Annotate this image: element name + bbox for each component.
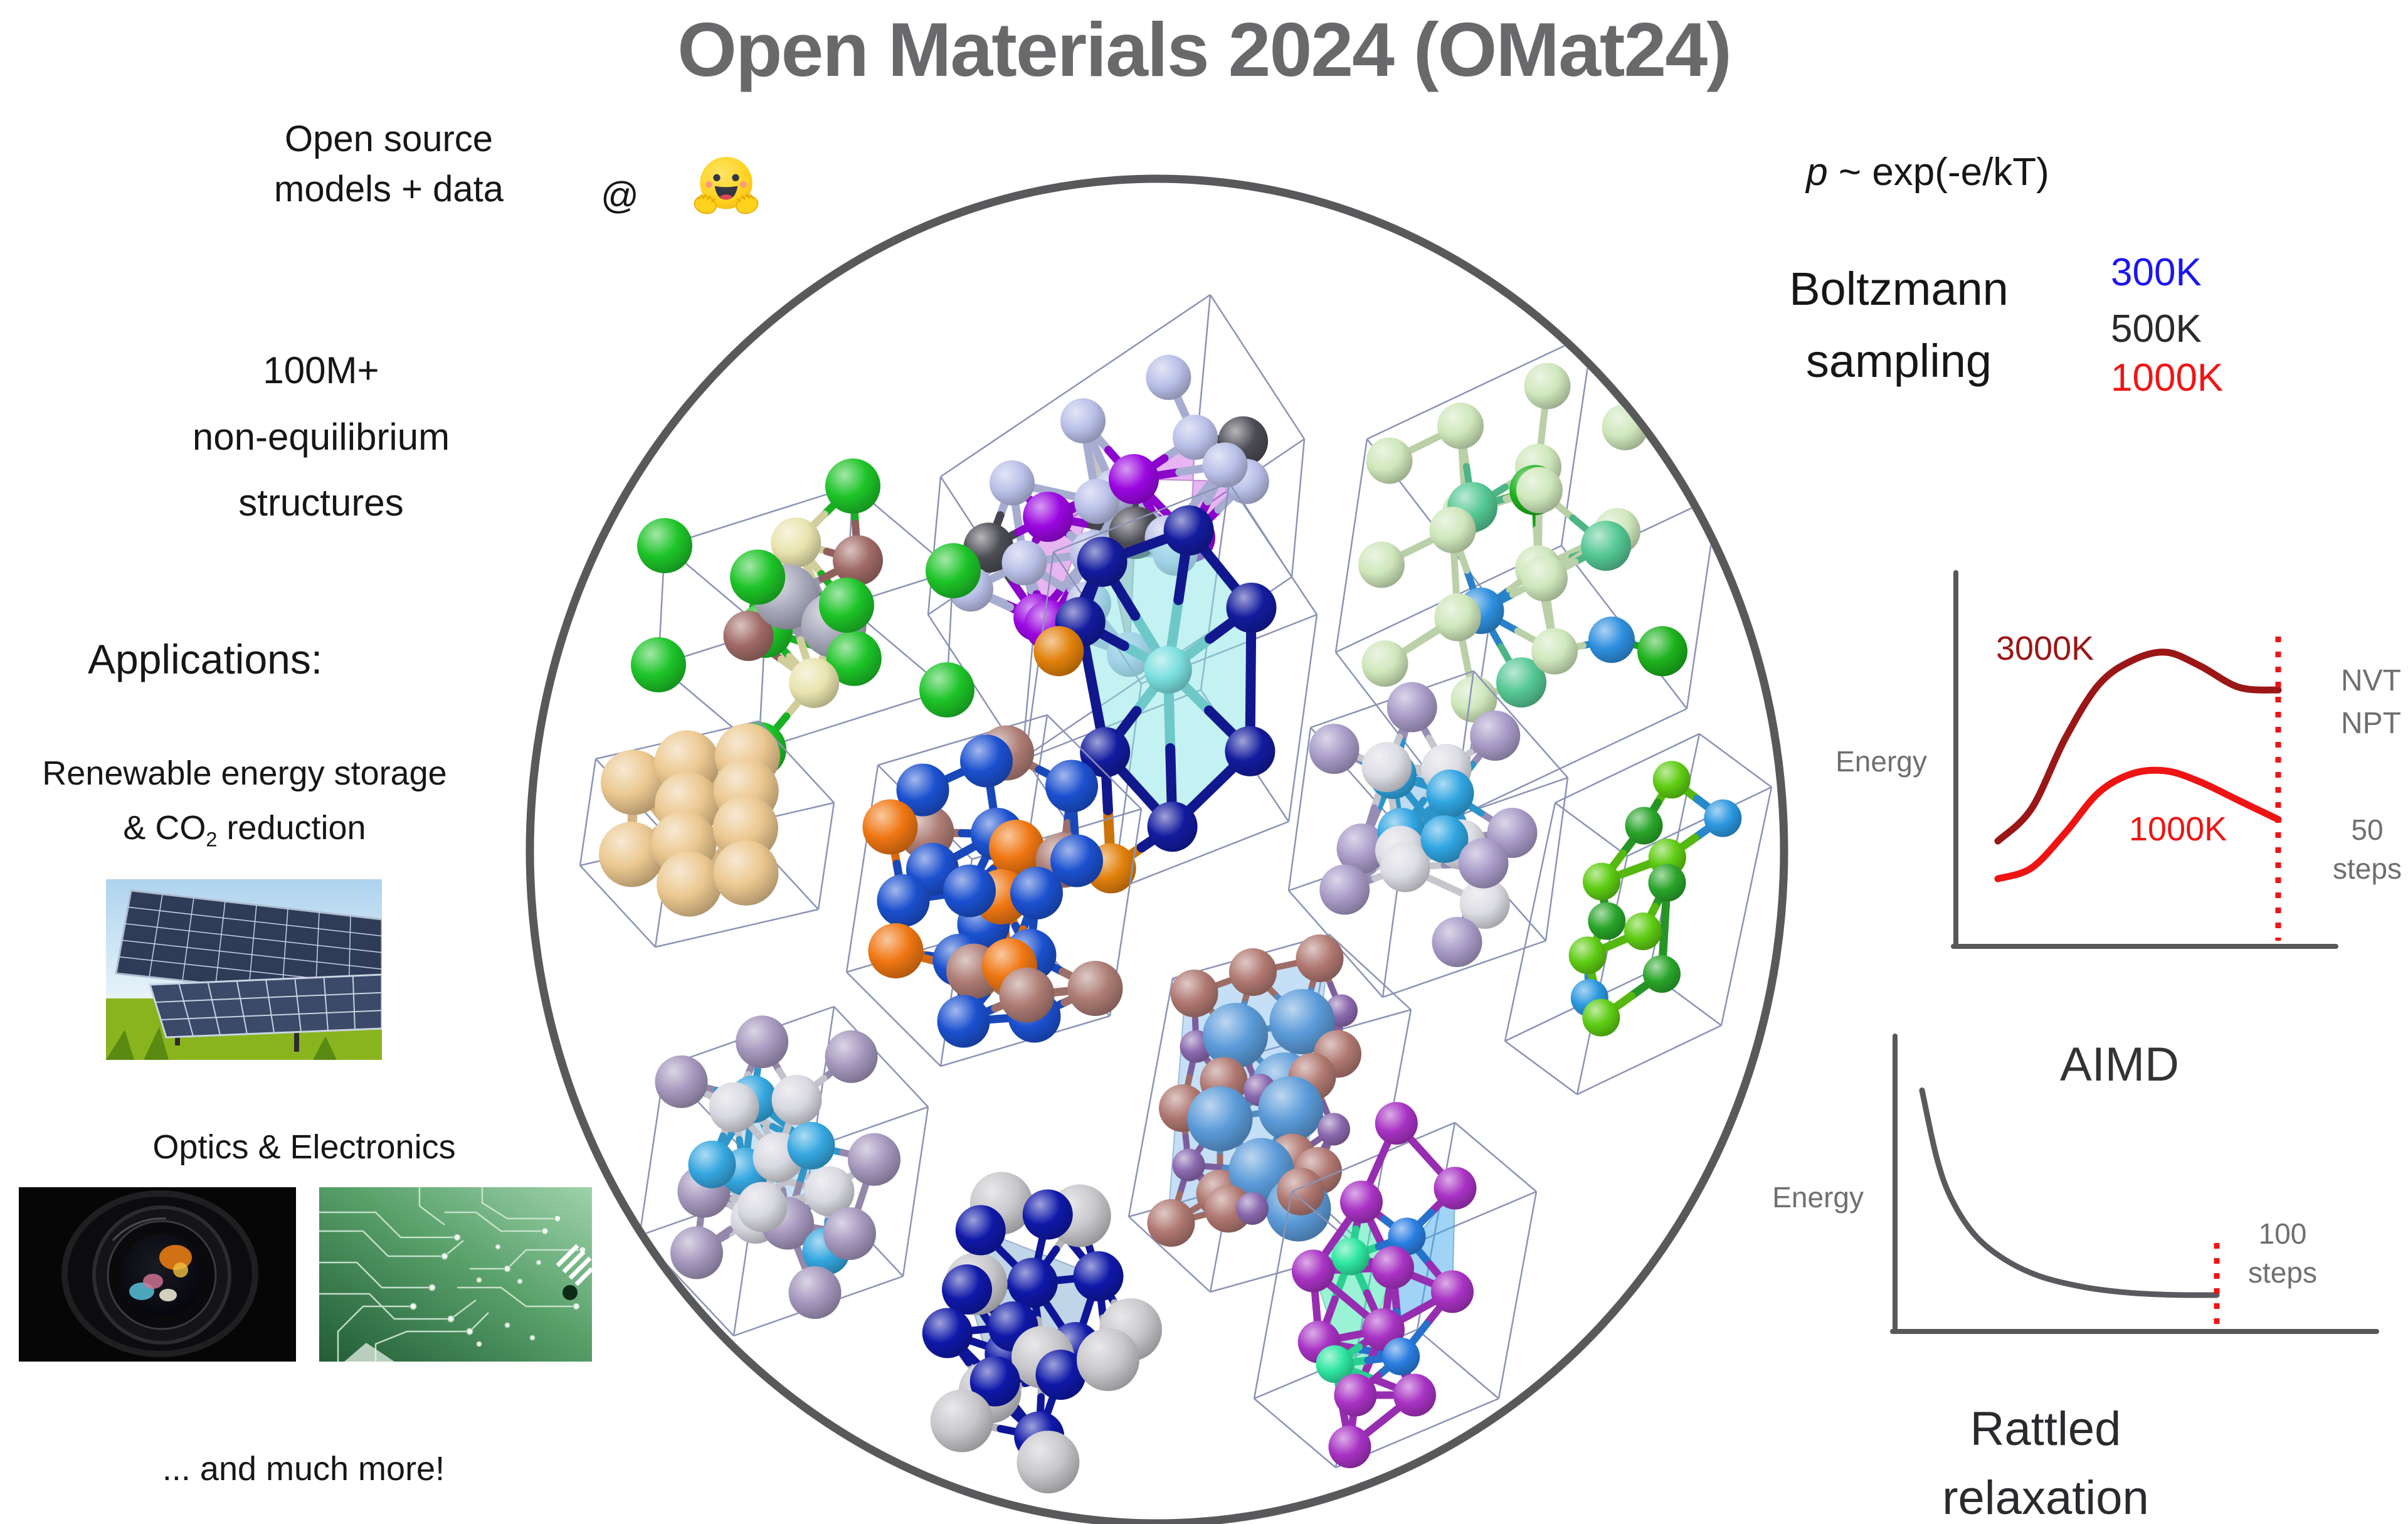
circuit-board-photo [319, 1187, 592, 1362]
stats-text: 100M+ non-equilibrium structures [193, 337, 450, 536]
crystal-structures [579, 294, 1773, 1494]
boltzmann-sampling-text: Boltzmann sampling [1789, 253, 2009, 397]
aimd-steps-annotation: 50 steps [2333, 810, 2402, 888]
series-label-3000K: 3000K [1996, 630, 2094, 667]
solar-panels-photo [106, 879, 382, 1060]
grass-tufts [106, 1027, 337, 1060]
emoji-hand-left [694, 193, 717, 214]
lens-glare-white [159, 1289, 177, 1301]
temperature-label-0: 300K [2111, 251, 2202, 294]
structure-teal-purple-tetrahedra [1253, 1102, 1538, 1469]
aimd-ylabel: Energy [1835, 745, 1927, 778]
series-label-1000K: 1000K [2129, 810, 2227, 848]
hugging-face-emoji [694, 157, 759, 214]
solar-panel-front-row [148, 973, 382, 1039]
application-optics-label: Optics & Electronics [152, 1128, 456, 1166]
rattled-ylabel: Energy [1772, 1181, 1864, 1214]
pcb-vias [409, 1215, 586, 1347]
co2-subscript: 2 [206, 828, 218, 851]
rattled-steps-unit: steps [2248, 1256, 2317, 1289]
boltzmann-formula: p ~ exp(-e/kT) [1806, 149, 2049, 196]
structure-green-zigzag-chain [1504, 733, 1773, 1096]
structure-green-rocksalt [631, 458, 981, 777]
pcb-dark-via [562, 1285, 578, 1300]
application-energy: Renewable energy storage & CO2 reduction [42, 746, 446, 856]
emoji-eye-left [713, 174, 721, 181]
structure-navy-silver-cluster [922, 1172, 1162, 1494]
structure-pale-green-alloy [1334, 331, 1719, 817]
chart-aimd [1951, 570, 2338, 949]
boltzmann-line1: Boltzmann [1789, 263, 2009, 315]
emoji-hand-right [736, 193, 759, 214]
stats-line1: 100M+ [263, 349, 379, 391]
pcb-glare [344, 1343, 394, 1362]
open-source-text: Open source models + data [274, 114, 504, 214]
lens-highlight-arc [112, 1217, 167, 1241]
temperature-label-1: 500K [2111, 307, 2202, 351]
panel-post [294, 1024, 299, 1052]
emoji-face [700, 157, 752, 209]
annotation-nvt: NVT [2341, 664, 2401, 697]
application-energy-line1: Renewable energy storage [42, 754, 447, 792]
structure-cyan-navy-octahedron [1024, 482, 1318, 894]
rattled-steps-annotation: 100 steps [2248, 1214, 2317, 1292]
boltzmann-line2: sampling [1805, 334, 1992, 387]
stats-line2: non-equilibrium [192, 415, 450, 458]
emoji-blush-right [740, 181, 747, 188]
formula-rest: ~ exp(-e/kT) [1827, 151, 2049, 194]
application-energy-line2: & CO2 reduction [123, 809, 366, 851]
structure-tan-metal-cluster [579, 720, 835, 948]
emoji-blush-left [705, 181, 712, 188]
structure-lavender-blue-cluster [638, 1005, 929, 1337]
stats-line3: structures [238, 482, 404, 524]
rattled-steps-count: 100 [2258, 1217, 2307, 1250]
lens-glare-pink [143, 1274, 163, 1289]
aimd-steps-unit: steps [2333, 852, 2402, 886]
lens-glass [120, 1234, 203, 1316]
camera-lens-photo [19, 1187, 296, 1362]
pcb-base [319, 1187, 592, 1362]
open-source-line2: models + data [274, 169, 504, 210]
chart-rattled [1890, 1034, 2379, 1334]
structure-lavender-white-icosahedron [1287, 670, 1569, 998]
rattled-title: Rattled relaxation [1942, 1402, 2149, 1524]
aimd-steps-count: 50 [2351, 813, 2384, 846]
emoji-eye-right [732, 174, 739, 181]
charts [1890, 570, 2379, 1334]
at-symbol: @ [601, 174, 639, 216]
aimd-title: AIMD [2060, 1038, 2179, 1091]
structure-orange-blue-brown-cluster [845, 714, 1143, 1067]
open-source-line1: Open source [284, 119, 494, 159]
pcb-connector-stripes [556, 1244, 592, 1286]
applications-heading: Applications: [88, 636, 323, 682]
lens-glare-yellow [173, 1262, 188, 1278]
formula-p: p [1806, 151, 1828, 194]
annotation-npt: NPT [2341, 707, 2401, 741]
and-much-more-text: ... and much more! [162, 1450, 445, 1488]
emoji-tongue [720, 194, 732, 200]
aimd-annotation-ensembles: NVT NPT [2341, 660, 2401, 745]
temperature-label-2: 1000K [2111, 356, 2224, 400]
structures-circle [525, 174, 1788, 1524]
page-title: Open Materials 2024 (OMat24) [677, 7, 1732, 92]
